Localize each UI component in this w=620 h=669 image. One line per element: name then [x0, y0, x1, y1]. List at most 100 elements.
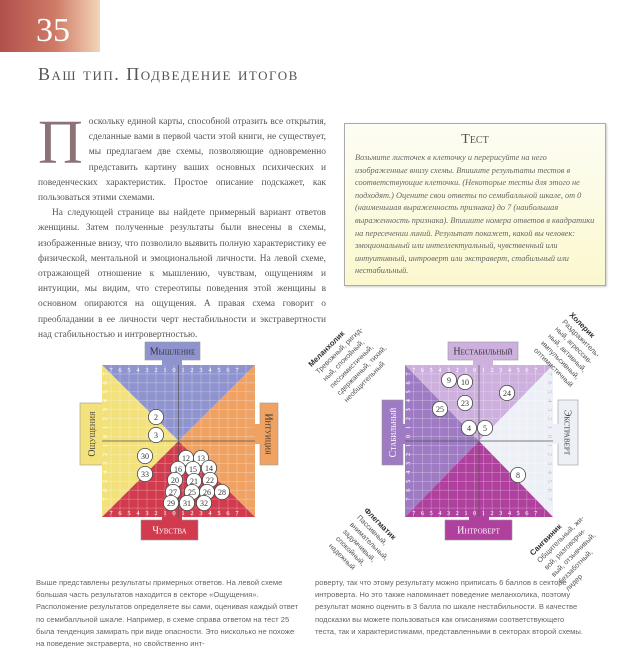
scale-tick: 7	[412, 510, 416, 517]
scale-tick: 0	[405, 435, 412, 438]
scale-tick: 6	[102, 488, 109, 492]
label-right: Интуиция	[263, 413, 274, 455]
scale-tick: 1	[102, 426, 109, 429]
scale-tick: 4	[136, 510, 140, 517]
answer-number: 2	[154, 413, 158, 422]
scale-tick: 6	[226, 367, 230, 374]
answer-number: 8	[516, 471, 520, 480]
scale-tick: 1	[546, 444, 553, 447]
scale-tick: 3	[447, 510, 450, 517]
answer-marker	[432, 401, 449, 418]
scale-tick: 2	[102, 417, 109, 420]
scale-tick: 0	[172, 510, 175, 517]
scale-tick: 2	[456, 510, 459, 517]
tab-connector	[162, 359, 182, 366]
scale-tick: 5	[248, 390, 255, 393]
scale-tick: 0	[473, 367, 476, 374]
scale-tick: 4	[508, 510, 512, 517]
scale-tick: 2	[190, 510, 193, 517]
scale-tick: 7	[109, 510, 113, 517]
scale-tick: 6	[546, 381, 553, 385]
scale-tick: 4	[405, 398, 412, 402]
caption-col-2: роверту, так что этому результату можно …	[315, 578, 583, 636]
scale-tick: 6	[405, 381, 412, 385]
answer-marker	[477, 420, 494, 437]
scale-tick: 7	[102, 497, 109, 501]
scale-tick: 6	[421, 510, 425, 517]
scale-tick: 3	[199, 367, 202, 374]
page-title: Ваш тип. Подведение итогов	[38, 64, 299, 84]
scale-tick: 7	[405, 497, 412, 501]
scale-tick: 7	[412, 367, 416, 374]
scale-tick: 4	[248, 471, 255, 475]
drop-cap: П	[38, 109, 83, 177]
scale-tick: 5	[248, 480, 255, 483]
scale-tick: 4	[438, 510, 442, 517]
scale-tick: 3	[447, 367, 450, 374]
test-box: Тест Возьмите листочек в клеточку и пере…	[344, 123, 606, 286]
intro-paragraph-1: оскольку единой карты, способной отразит…	[38, 117, 326, 204]
scale-tick: 1	[181, 510, 184, 517]
scale-tick: 5	[429, 510, 432, 517]
scale-tick: 6	[525, 510, 529, 517]
scale-tick: 3	[405, 462, 412, 465]
answer-marker	[457, 395, 474, 412]
scale-tick: 2	[490, 510, 493, 517]
answer-marker	[148, 409, 165, 426]
scale-tick: 3	[145, 510, 148, 517]
scale-tick: 3	[546, 462, 553, 465]
scale-tick: 5	[102, 480, 109, 483]
scale-tick: 5	[127, 367, 130, 374]
answer-number: 16	[174, 465, 182, 474]
answer-marker	[163, 494, 180, 511]
scale-tick: 2	[190, 367, 193, 374]
scale-tick: 3	[248, 462, 255, 465]
answer-marker	[509, 467, 526, 484]
answer-number: 30	[141, 452, 149, 461]
answer-number: 33	[141, 470, 149, 479]
scale-tick: 2	[456, 367, 459, 374]
scale-tick: 4	[546, 471, 553, 475]
scale-tick: 7	[405, 372, 412, 376]
answer-number: 10	[461, 378, 469, 387]
scale-tick: 6	[118, 510, 122, 517]
scale-tick: 2	[546, 417, 553, 420]
answer-number: 28	[218, 488, 226, 497]
scale-tick: 7	[248, 497, 255, 501]
label-left: Стабильный	[388, 408, 399, 458]
scale-tick: 2	[490, 367, 493, 374]
answer-number: 27	[169, 488, 177, 497]
scale-tick: 4	[248, 399, 255, 403]
scale-tick: 4	[102, 398, 109, 402]
answer-number: 23	[461, 399, 469, 408]
scale-tick: 3	[248, 408, 255, 411]
answer-number: 32	[200, 499, 208, 508]
scale-tick: 1	[248, 426, 255, 429]
scale-tick: 3	[546, 408, 553, 411]
scale-tick: 7	[546, 497, 553, 501]
page-number: 35	[36, 12, 70, 49]
scale-tick: 4	[508, 367, 512, 374]
scale-tick: 1	[482, 367, 485, 374]
scale-tick: 4	[438, 367, 442, 374]
answer-marker	[498, 385, 515, 402]
scale-tick: 0	[248, 435, 255, 438]
scale-tick: 0	[546, 435, 553, 438]
scale-tick: 3	[102, 408, 109, 411]
scale-tick: 5	[546, 390, 553, 393]
answer-number: 21	[190, 477, 198, 486]
answer-number: 20	[171, 476, 179, 485]
scale-tick: 7	[546, 372, 553, 376]
scale-tick: 0	[172, 367, 175, 374]
scale-tick: 6	[421, 367, 425, 374]
scale-tick: 1	[546, 426, 553, 429]
scale-tick: 6	[248, 381, 255, 385]
test-title: Тест	[461, 132, 489, 147]
label-bottom: Чувства	[152, 526, 186, 537]
scale-tick: 2	[154, 510, 157, 517]
scale-tick: 2	[248, 417, 255, 420]
answer-marker	[137, 448, 154, 465]
scale-tick: 7	[235, 510, 239, 517]
answer-number: 26	[203, 488, 211, 497]
